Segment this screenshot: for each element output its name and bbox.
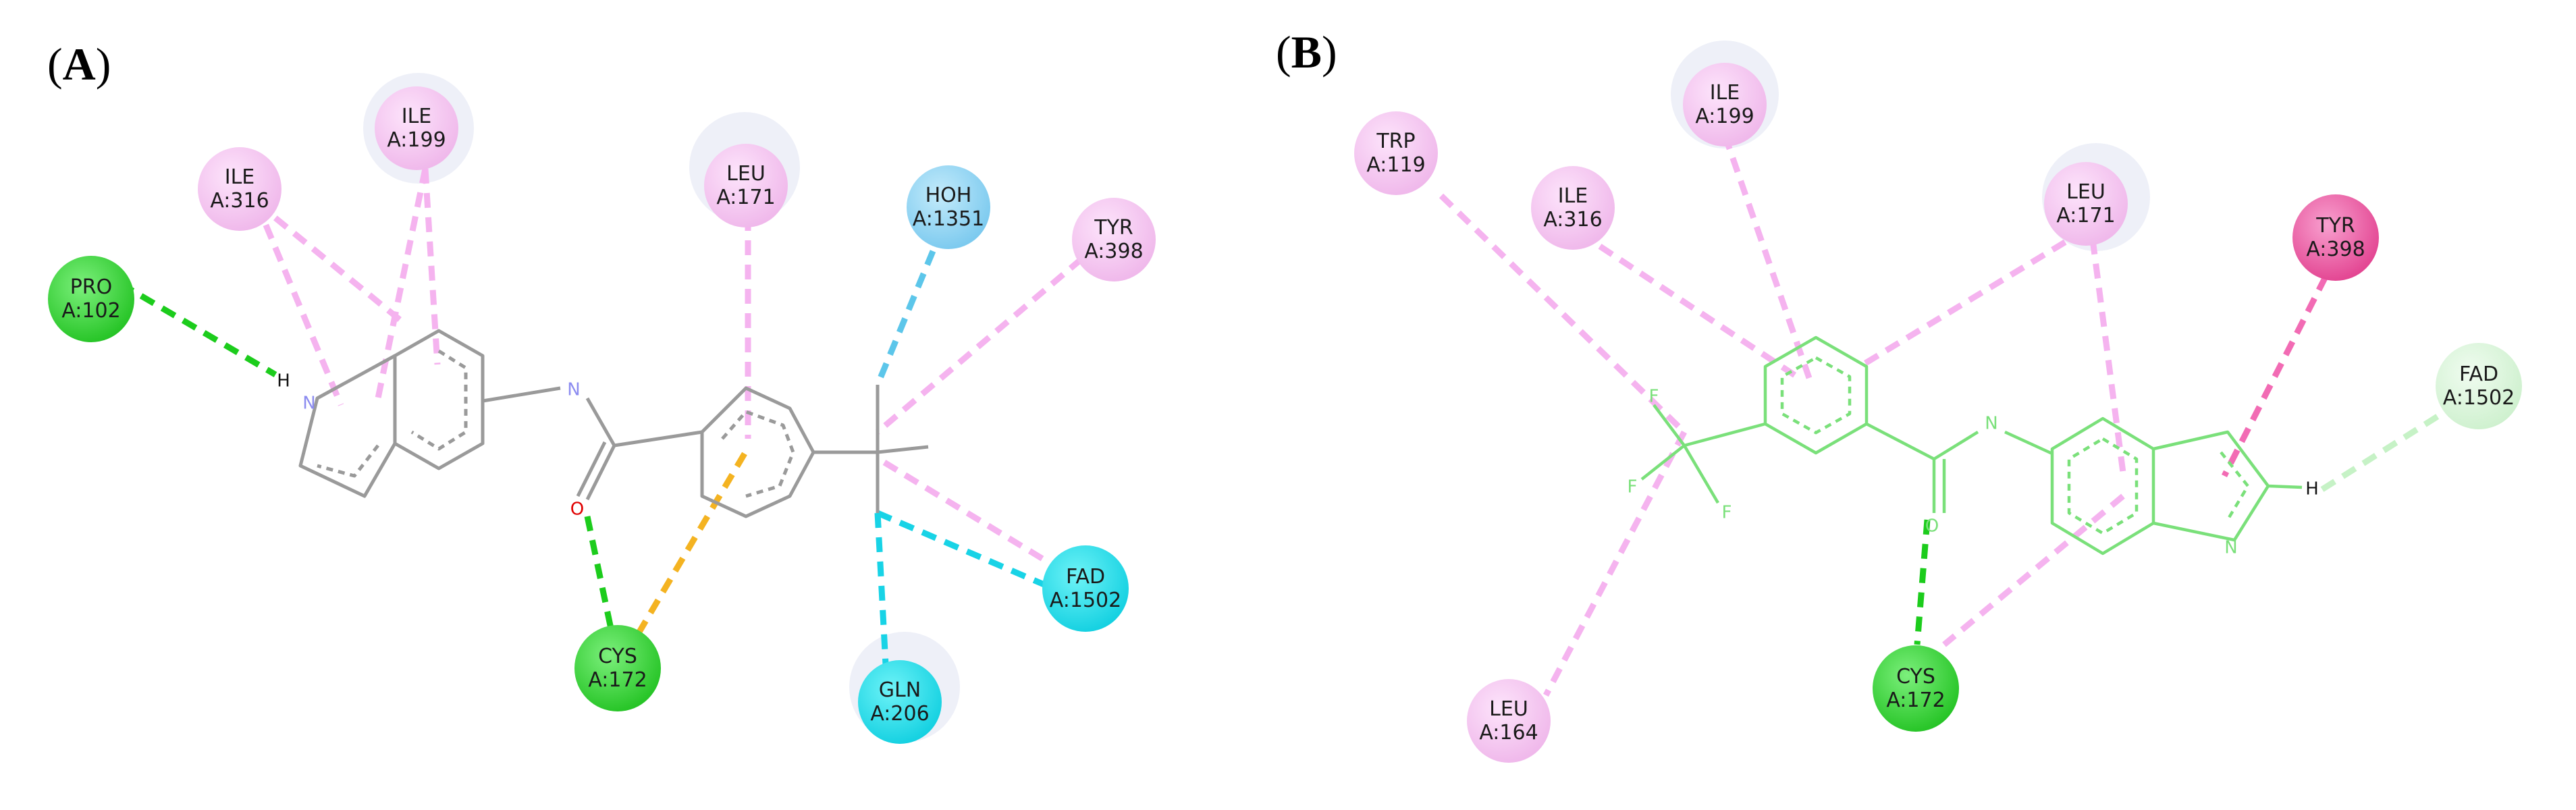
svg-text:A:316: A:316 xyxy=(1543,208,1602,232)
panel-b: (B) xyxy=(1276,26,2522,763)
svg-text:TRP: TRP xyxy=(1376,130,1415,153)
svg-text:CYS: CYS xyxy=(1896,665,1935,688)
interaction-lines-b xyxy=(1439,134,2449,697)
atom-f2: F xyxy=(1628,477,1638,497)
svg-text:A:171: A:171 xyxy=(716,186,775,209)
svg-text:A:398: A:398 xyxy=(2306,238,2365,261)
svg-text:A:164: A:164 xyxy=(1479,721,1538,745)
svg-text:FAD: FAD xyxy=(1066,565,1105,589)
residue-gln206[interactable]: GLN A:206 xyxy=(858,660,942,744)
svg-text:A:1351: A:1351 xyxy=(913,207,984,231)
residue-leu171[interactable]: LEU A:171 xyxy=(704,144,788,227)
svg-text:GLN: GLN xyxy=(879,678,921,702)
panel-label-b: (B) xyxy=(1276,26,1337,78)
svg-text:A:172: A:172 xyxy=(1886,688,1945,712)
svg-text:A:171: A:171 xyxy=(2056,204,2115,227)
atom-n-ring: N xyxy=(2224,538,2237,558)
residue-ile199[interactable]: ILE A:199 xyxy=(1683,63,1767,146)
atom-h: H xyxy=(2305,479,2319,500)
svg-text:A:199: A:199 xyxy=(1695,105,1754,128)
svg-text:A:206: A:206 xyxy=(870,702,929,726)
ligand-a xyxy=(298,329,929,518)
residue-cys172[interactable]: CYS A:172 xyxy=(1873,645,1959,732)
svg-text:FAD: FAD xyxy=(2459,362,2498,386)
svg-text:ILE: ILE xyxy=(1710,81,1740,105)
svg-text:A:316: A:316 xyxy=(210,189,269,213)
atom-n-amide: N xyxy=(567,380,580,400)
ligand-b-atoms: F F F N O N H xyxy=(1628,387,2319,558)
panel-a: (A) xyxy=(47,38,1156,744)
residues-b: TRP A:119 ILE A:316 ILE A:199 LEU A:171 … xyxy=(1354,63,2522,763)
residue-tyr398[interactable]: TYR A:398 xyxy=(1072,198,1156,281)
atom-o: O xyxy=(570,500,584,520)
residue-ile316[interactable]: ILE A:316 xyxy=(1531,166,1615,250)
residue-fad1502[interactable]: FAD A:1502 xyxy=(1042,545,1129,632)
svg-text:ILE: ILE xyxy=(225,165,255,189)
atom-f3: F xyxy=(1722,503,1732,523)
ligand-a-atoms: H N N O xyxy=(277,371,584,520)
residue-pro102[interactable]: PRO A:102 xyxy=(48,256,134,342)
residues-a: PRO A:102 ILE A:316 ILE A:199 LEU A:171 … xyxy=(48,86,1156,744)
residue-trp119[interactable]: TRP A:119 xyxy=(1354,111,1438,195)
svg-text:CYS: CYS xyxy=(598,645,637,668)
atom-o: O xyxy=(1925,516,1939,537)
svg-text:A:102: A:102 xyxy=(61,299,120,323)
svg-text:A:1502: A:1502 xyxy=(2443,386,2515,410)
residue-fad1502[interactable]: FAD A:1502 xyxy=(2436,343,2522,429)
residue-cys172[interactable]: CYS A:172 xyxy=(574,625,661,711)
svg-text:A:1502: A:1502 xyxy=(1050,589,1121,612)
atom-h: H xyxy=(277,371,290,392)
svg-text:TYR: TYR xyxy=(2315,214,2355,238)
svg-text:LEU: LEU xyxy=(726,162,766,186)
svg-text:LEU: LEU xyxy=(2066,180,2105,204)
svg-text:A:199: A:199 xyxy=(387,128,446,152)
svg-text:ILE: ILE xyxy=(1558,184,1588,208)
interaction-lines-a xyxy=(118,168,1102,666)
residue-ile316[interactable]: ILE A:316 xyxy=(198,147,281,231)
ligand-b xyxy=(1640,335,2303,556)
svg-text:TYR: TYR xyxy=(1094,216,1133,240)
svg-text:A:172: A:172 xyxy=(588,668,647,692)
atom-f1: F xyxy=(1649,387,1659,407)
svg-text:PRO: PRO xyxy=(70,275,113,299)
residue-halos xyxy=(363,73,960,742)
residue-ile199[interactable]: ILE A:199 xyxy=(375,86,458,170)
residue-tyr398[interactable]: TYR A:398 xyxy=(2292,194,2379,281)
atom-n-amide: N xyxy=(1985,414,1997,434)
residue-leu171[interactable]: LEU A:171 xyxy=(2044,162,2128,246)
svg-text:A:398: A:398 xyxy=(1084,240,1143,263)
residue-leu164[interactable]: LEU A:164 xyxy=(1467,679,1551,763)
residue-hoh1351[interactable]: HOH A:1351 xyxy=(907,165,990,249)
svg-text:LEU: LEU xyxy=(1489,697,1528,721)
svg-text:ILE: ILE xyxy=(402,105,432,128)
panel-label-a: (A) xyxy=(47,38,111,90)
svg-text:HOH: HOH xyxy=(925,184,972,207)
svg-text:A:119: A:119 xyxy=(1366,153,1425,177)
atom-n-indole: N xyxy=(302,394,315,414)
